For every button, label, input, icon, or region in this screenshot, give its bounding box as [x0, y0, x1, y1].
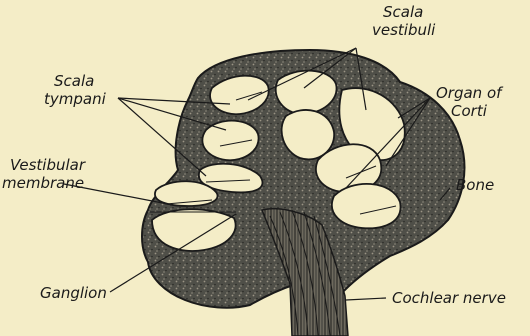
label-organ-of-corti-line1: Organ of — [436, 84, 504, 102]
label-ganglion: Ganglion — [40, 284, 107, 302]
label-organ-of-corti-line2: Corti — [451, 102, 488, 120]
label-cochlear-nerve: Cochlear nerve — [392, 289, 506, 307]
label-scala-vestibuli-line1: Scala — [383, 3, 423, 21]
label-scala-tympani-line1: Scala — [54, 72, 94, 90]
label-vestibular-membrane-line2: membrane — [2, 174, 84, 192]
label-vestibular-membrane-line1: Vestibular — [10, 156, 86, 174]
label-scala-vestibuli-line2: vestibuli — [372, 21, 436, 39]
label-scala-tympani-line2: tympani — [44, 90, 107, 108]
label-bone: Bone — [456, 176, 494, 194]
